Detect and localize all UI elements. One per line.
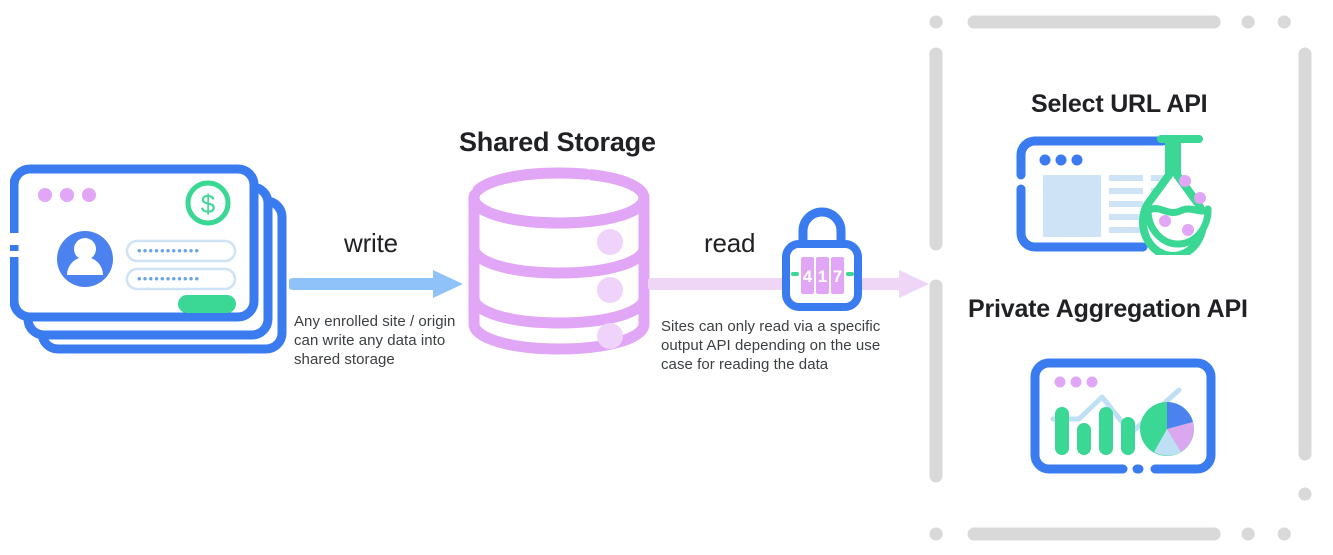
- svg-text:•••••••••••: •••••••••••: [137, 243, 200, 258]
- select-url-api-title: Select URL API: [1031, 90, 1208, 118]
- stacked-login-cards-icon: $ ••••••••••• •••••••••••: [9, 163, 295, 363]
- lock-digit-2: 1: [818, 267, 827, 286]
- write-arrow-icon: [287, 268, 467, 300]
- svg-text:$: $: [201, 189, 216, 219]
- combination-lock-icon: 4 1 7: [775, 197, 869, 312]
- write-label: write: [344, 228, 398, 258]
- write-caption: Any enrolled site / origin can write any…: [294, 313, 456, 369]
- read-caption: Sites can only read via a specific outpu…: [661, 318, 881, 374]
- lock-digit-1: 4: [803, 267, 813, 286]
- read-label: read: [704, 228, 756, 258]
- shared-storage-title: Shared Storage: [459, 127, 656, 157]
- browser-chart-icon: [1027, 357, 1219, 479]
- private-aggregation-api-title: Private Aggregation API: [968, 295, 1248, 323]
- database-cylinder-icon: [466, 166, 652, 356]
- svg-text:•••••••••••: •••••••••••: [137, 271, 200, 286]
- dashed-panel-frame: [918, 8, 1323, 548]
- browser-flask-icon: [1013, 133, 1233, 260]
- lock-digit-3: 7: [833, 267, 842, 286]
